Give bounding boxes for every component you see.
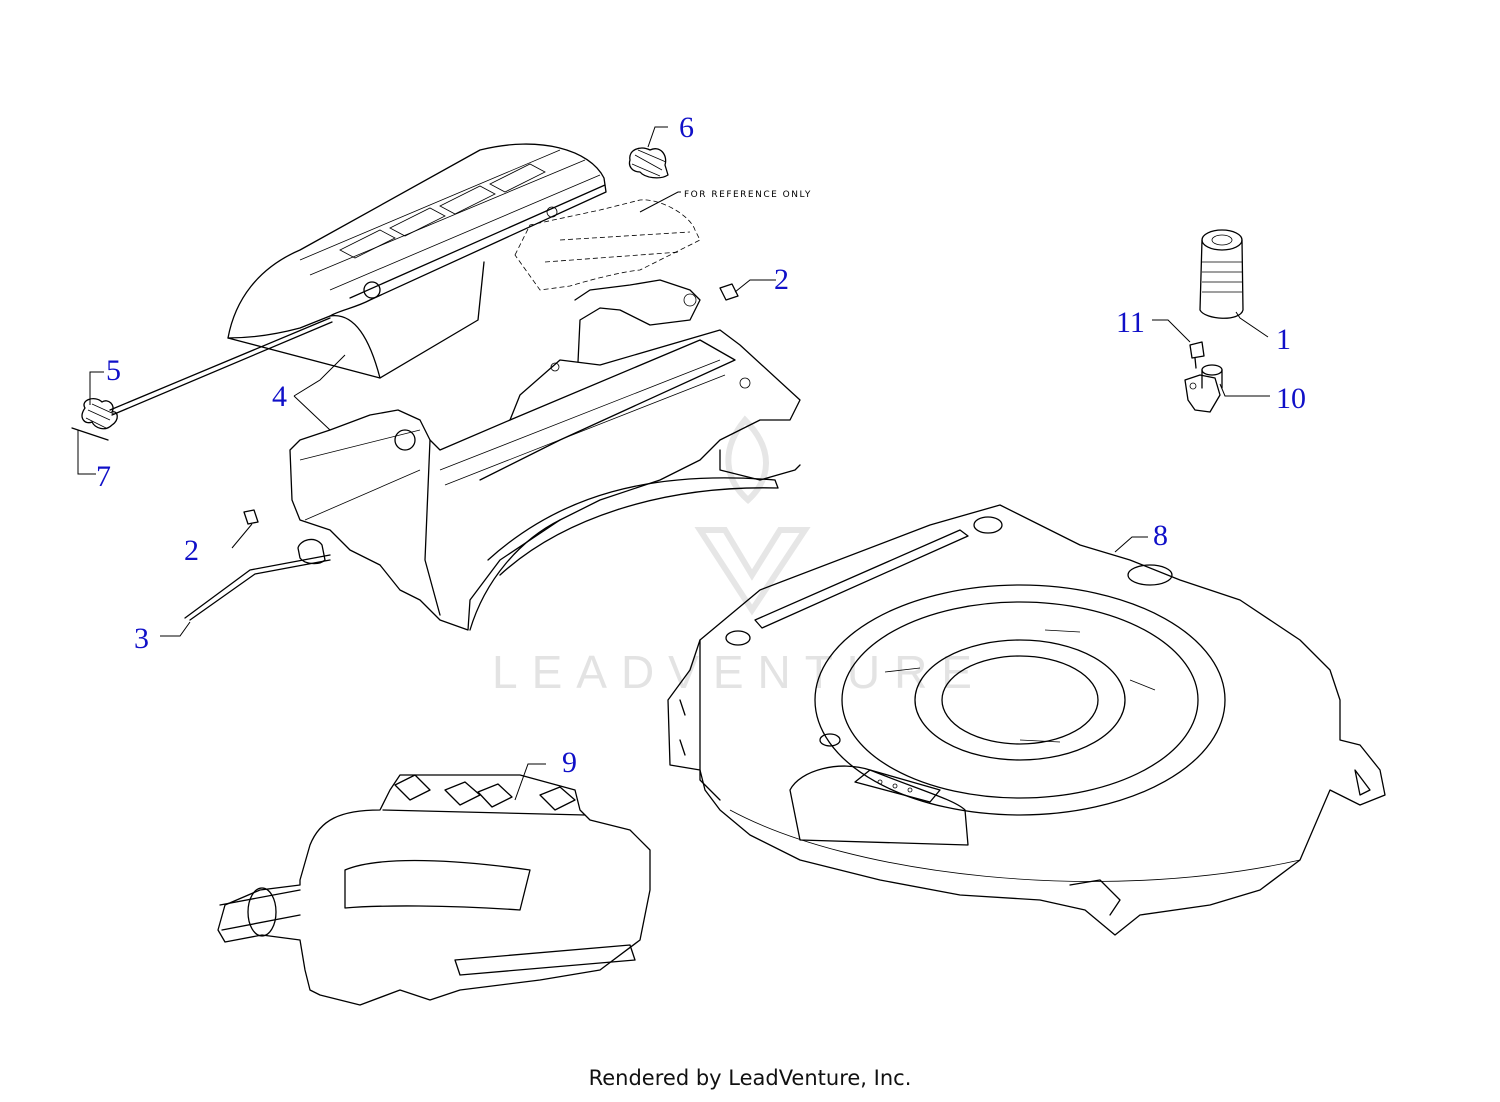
callout-7: 7: [96, 460, 111, 493]
watermark-logo: [694, 415, 811, 616]
reference-note: FOR REFERENCE ONLY: [684, 190, 812, 200]
reference-only-part: [514, 191, 701, 291]
callout-1: 1: [1276, 323, 1291, 356]
part-10-adjuster: [1184, 364, 1223, 413]
watermark-text: LEADVENTURE: [492, 646, 986, 698]
callout-5: 5: [106, 354, 121, 387]
part-2-clip-upper: [719, 283, 739, 301]
footer-credit: Rendered by LeadVenture, Inc.: [588, 1066, 912, 1090]
callout-10: 10: [1276, 382, 1306, 415]
part-3-rod: [184, 538, 331, 621]
part-1-knob: [1199, 229, 1244, 319]
part-4-upper-cover: [227, 143, 607, 379]
callout-6: 6: [679, 111, 694, 144]
callout-9: 9: [562, 746, 577, 779]
part-11-screw: [1189, 341, 1205, 369]
part-6-spring: [628, 147, 669, 179]
leader-lines: [77, 126, 1270, 801]
callout-4: 4: [272, 380, 287, 413]
part-9-chute: [217, 774, 651, 1006]
part-2-clip-lower: [243, 509, 259, 525]
callout-2-upper: 2: [774, 263, 789, 296]
callout-8: 8: [1153, 519, 1168, 552]
callout-2-lower: 2: [184, 534, 199, 567]
callout-3: 3: [134, 622, 149, 655]
part-8-deck: [667, 504, 1386, 936]
part-4-frame: [289, 279, 801, 631]
callout-11: 11: [1116, 306, 1145, 339]
